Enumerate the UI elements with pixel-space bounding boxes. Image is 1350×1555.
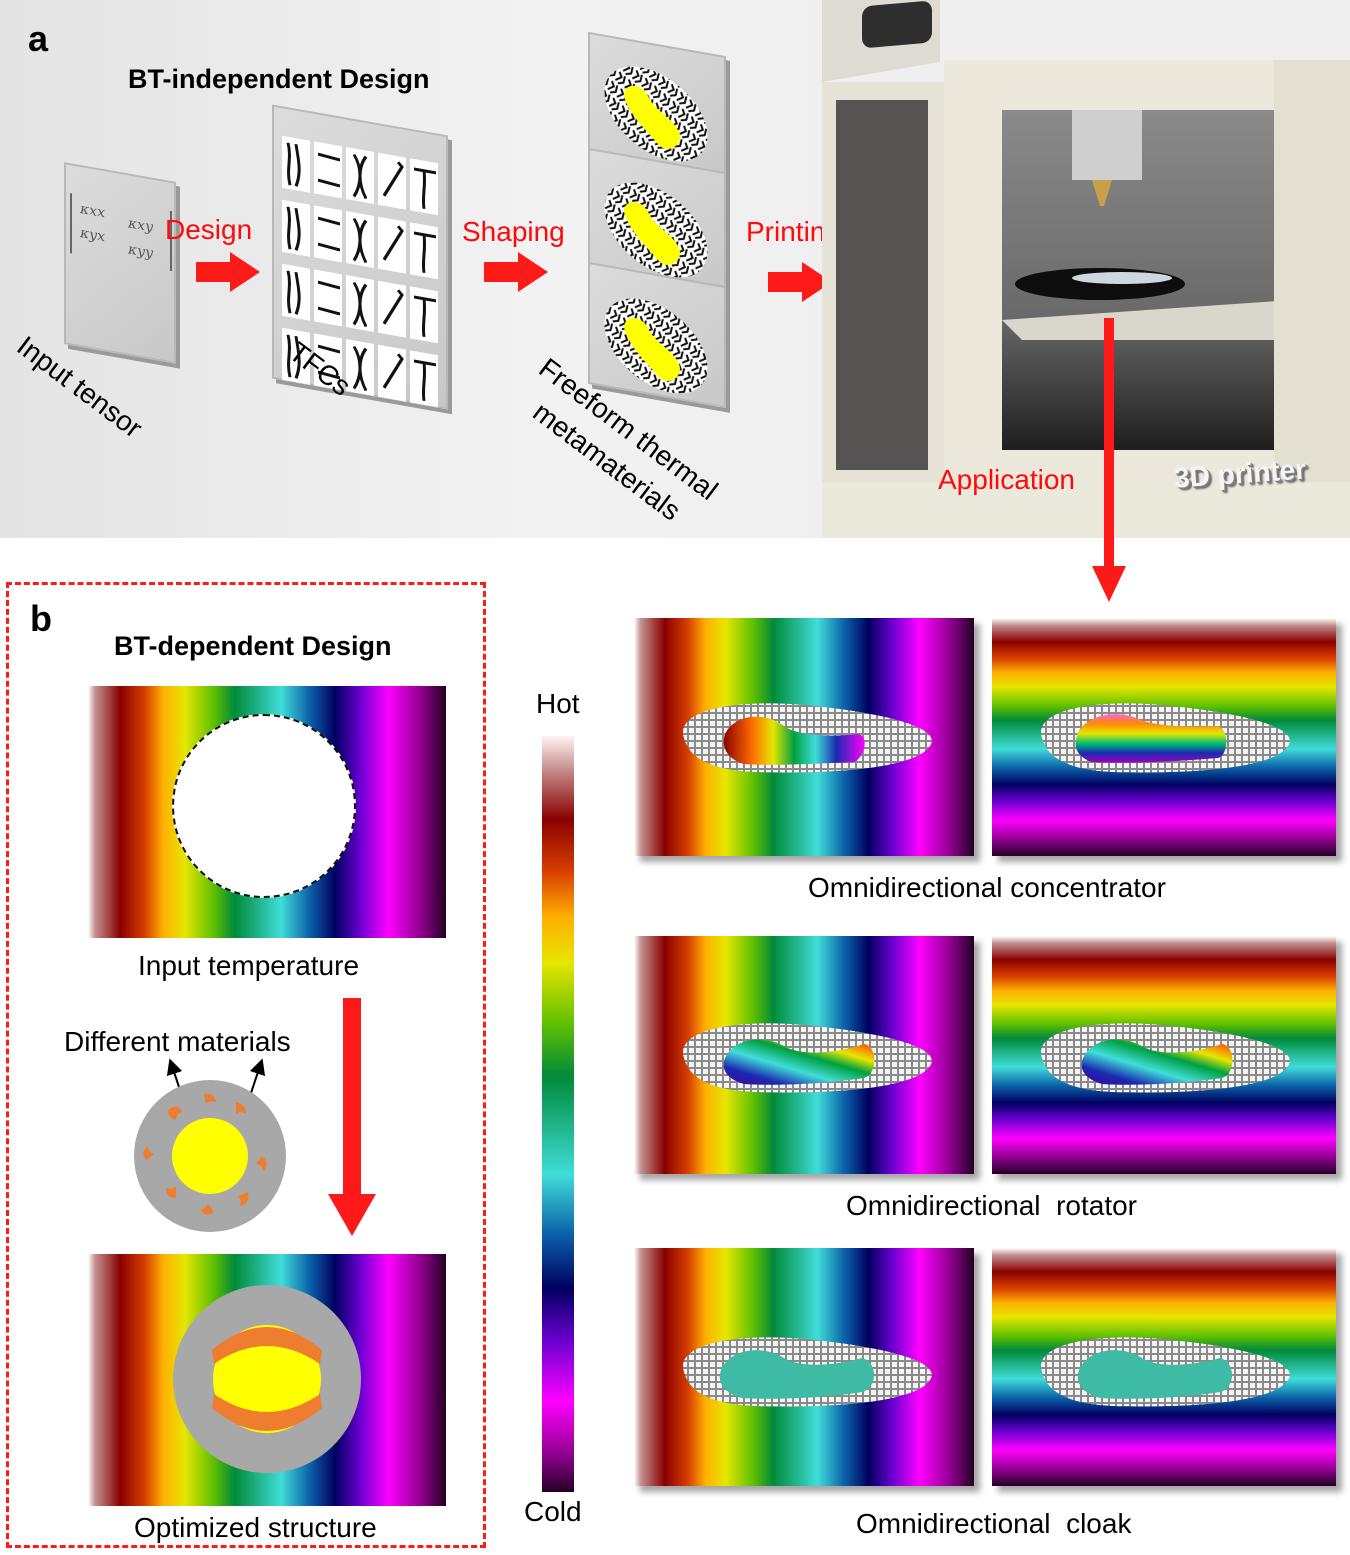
tensor-k22: κyy — [128, 241, 153, 262]
rotator-device-horizontal — [683, 1023, 932, 1093]
tfc-cell-pattern — [382, 353, 404, 389]
concentrator-device-horizontal — [683, 703, 932, 773]
tensor-k21: κyx — [80, 224, 105, 246]
tfc-cell-pattern — [352, 153, 368, 200]
freeform-shape-3 — [604, 298, 708, 394]
input-tensor-plate: κxx κxy κyx κyy — [64, 162, 176, 364]
rotator-device-vertical — [1041, 1023, 1290, 1093]
colorbar-hot-label: Hot — [536, 688, 580, 719]
panel-b-frame — [6, 582, 486, 1548]
tfc-cell-pattern — [317, 344, 341, 380]
optimization-arrow-head — [328, 1194, 376, 1236]
tfc-cells — [282, 135, 438, 408]
application-arrow-head — [1092, 566, 1126, 602]
materials-diagram — [134, 1058, 286, 1232]
panel-a-letter: a — [28, 18, 49, 59]
tfc-cell — [314, 269, 342, 327]
tfc-cell — [314, 141, 342, 199]
3d-printer-illustration — [822, 0, 1350, 538]
colorbar — [542, 736, 574, 1492]
cloak-field-horizontal — [634, 1248, 974, 1486]
different-materials-label: Different materials — [64, 1026, 291, 1057]
tfc-cell-pattern — [317, 152, 341, 188]
tensor-k11: κxx — [80, 200, 105, 222]
tfc-cell-pattern — [382, 225, 404, 261]
design-step-label: Design — [165, 214, 253, 245]
tfc-cell-pattern — [414, 167, 436, 209]
tfc-cell-pattern — [286, 334, 301, 380]
optimization-arrow-shaft — [343, 998, 361, 1198]
freeform-shape-2 — [604, 182, 708, 278]
cloak-field-vertical — [992, 1248, 1336, 1486]
shaping-arrow-head — [518, 252, 548, 292]
rotator-field-horizontal — [634, 936, 974, 1174]
rotator-field-vertical — [992, 936, 1336, 1174]
tensor-matrix: κxx κxy κyx κyy — [70, 193, 172, 272]
tensor-k12: κxy — [128, 215, 153, 236]
rotator-caption: Omnidirectional rotator — [846, 1190, 1138, 1221]
design-arrow-head — [230, 252, 260, 292]
concentrator-field-horizontal — [634, 618, 974, 856]
tfc-cell-pattern — [352, 281, 368, 328]
input-cavity — [172, 714, 356, 898]
tfc-cell-pattern — [382, 289, 404, 325]
concentrator-device-vertical — [1041, 703, 1290, 773]
cloak-device-vertical — [1041, 1337, 1290, 1407]
optimized-structure-field — [88, 1254, 446, 1506]
tfc-cell-pattern — [286, 206, 301, 252]
shaping-arrow-shaft — [484, 262, 520, 282]
application-arrow-shaft — [1104, 318, 1114, 568]
design-arrow-shaft — [196, 262, 232, 282]
concentrator-field-vertical — [992, 618, 1336, 856]
optimized-device — [173, 1285, 361, 1473]
freeform-shape-1 — [604, 66, 708, 162]
optimized-structure-caption: Optimized structure — [134, 1512, 377, 1543]
application-label: Application — [938, 464, 1075, 495]
colorbar-cold-label: Cold — [524, 1496, 582, 1527]
tfc-cell-pattern — [352, 345, 368, 392]
cloak-caption: Omnidirectional cloak — [856, 1508, 1132, 1539]
input-temperature-caption: Input temperature — [138, 950, 360, 981]
tfc-cell-pattern — [286, 142, 301, 188]
tfc-cell-pattern — [317, 280, 341, 316]
printing-arrow-shaft — [768, 272, 804, 292]
input-temperature-field — [88, 686, 446, 938]
tfc-cell — [314, 205, 342, 263]
tfc-cell-pattern — [414, 231, 436, 273]
shaping-step-label: Shaping — [462, 216, 565, 247]
tfc-cell-pattern — [414, 295, 436, 337]
cloak-device-horizontal — [683, 1337, 932, 1407]
tfc-cell-pattern — [352, 217, 368, 264]
concentrator-caption: Omnidirectional concentrator — [808, 872, 1166, 903]
panel-a-title: BT-independent Design — [128, 64, 430, 94]
panel-b-title: BT-dependent Design — [114, 631, 392, 661]
tfc-cell-pattern — [317, 216, 341, 252]
tfc-cell-pattern — [382, 161, 404, 197]
panel-b-letter: b — [30, 598, 52, 639]
tfc-cell-pattern — [286, 270, 301, 316]
freeform-shapes — [604, 66, 708, 394]
tfc-cell-pattern — [414, 359, 436, 401]
